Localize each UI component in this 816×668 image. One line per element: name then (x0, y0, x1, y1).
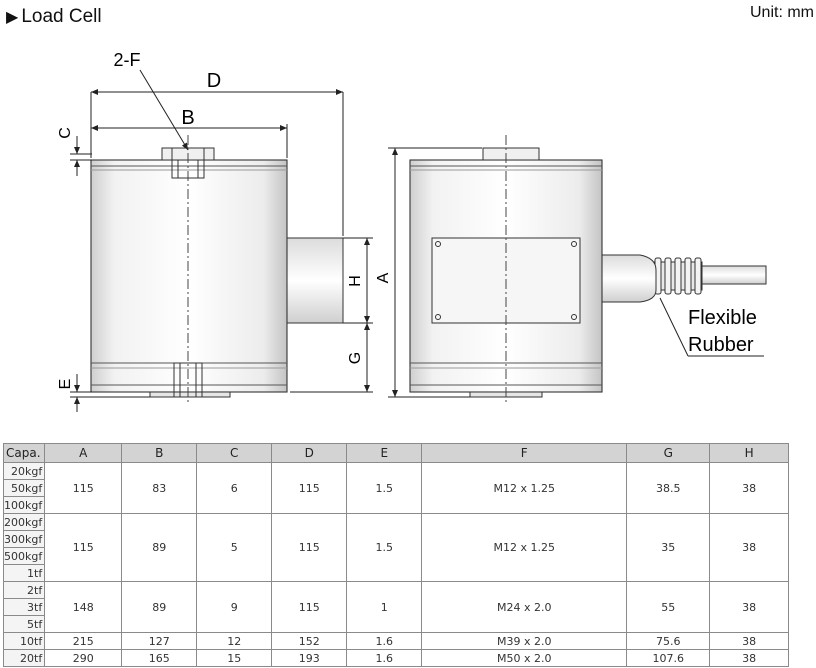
column-header: D (271, 443, 348, 463)
value-cell: M39 x 2.0 (421, 632, 628, 650)
value-cell: 38 (709, 581, 789, 633)
value-cell: 115 (44, 513, 123, 582)
flexible-rubber-sleeve (649, 257, 703, 295)
value-cell: 152 (271, 632, 348, 650)
value-cell: 115 (271, 581, 348, 633)
value-cell: M12 x 1.25 (421, 513, 628, 582)
value-cell: 115 (271, 513, 348, 582)
table-row: 20kgf 115 83 6 115 1.5 M12 x 1.25 38.5 3… (2, 462, 789, 514)
value-cell: 148 (44, 581, 123, 633)
value-cell: 290 (44, 649, 123, 667)
value-cell: 1.6 (346, 649, 423, 667)
table-row: 300kgf (2, 530, 789, 548)
unit-label: Unit: mm (750, 4, 814, 21)
table-row: 100kgf (2, 496, 789, 514)
capacity-cell: 1tf (2, 564, 46, 582)
value-cell: 115 (44, 462, 123, 514)
value-cell: 1.6 (346, 632, 423, 650)
value-cell: 15 (196, 649, 273, 667)
value-cell: 6 (196, 462, 273, 514)
page-title: ▶ Load Cell (6, 6, 102, 28)
column-header: A (44, 443, 123, 463)
value-cell: 115 (271, 462, 348, 514)
value-cell: 165 (121, 649, 198, 667)
value-cell: 89 (121, 513, 198, 582)
value-cell: 75.6 (626, 632, 711, 650)
side-view: A Flexible Rubber (375, 135, 767, 405)
value-cell: 38 (709, 462, 789, 514)
value-cell: 1.5 (346, 513, 423, 582)
capacity-cell: 3tf (2, 598, 46, 616)
cable (699, 265, 767, 285)
front-view: D B 2-F C E H G (57, 50, 373, 412)
capacity-cell: 10tf (2, 632, 46, 650)
value-cell: M24 x 2.0 (421, 581, 628, 633)
table-row: 10tf 215 127 12 152 1.6 M39 x 2.0 75.6 3… (2, 632, 789, 650)
dim-label-d: D (207, 70, 221, 92)
value-cell: 12 (196, 632, 273, 650)
value-cell: 35 (626, 513, 711, 582)
capacity-cell: 50kgf (2, 479, 46, 497)
value-cell: 38 (709, 649, 789, 667)
column-header: F (421, 443, 628, 463)
column-header: C (196, 443, 273, 463)
value-cell: M50 x 2.0 (421, 649, 628, 667)
dim-label-a: A (375, 272, 392, 283)
table-row: 1tf (2, 564, 789, 582)
capacity-cell: 5tf (2, 615, 46, 633)
load-cell-drawing: D B 2-F C E H G (57, 50, 767, 412)
title-text: Load Cell (21, 6, 102, 27)
dim-label-c: C (57, 127, 74, 139)
dim-label-f: 2-F (114, 50, 141, 70)
capacity-cell: 200kgf (2, 513, 46, 531)
capacity-cell: 2tf (2, 581, 46, 599)
table-row: 200kgf 115 89 5 115 1.5 M12 x 1.25 35 38 (2, 513, 789, 582)
value-cell: 83 (121, 462, 198, 514)
value-cell: 55 (626, 581, 711, 633)
spec-table: Capa. A B C D E F G H 20kgf 115 83 6 115… (2, 443, 789, 667)
dim-label-e: E (57, 379, 74, 390)
column-header: E (346, 443, 423, 463)
column-header: B (121, 443, 198, 463)
value-cell: 9 (196, 581, 273, 633)
value-cell: 107.6 (626, 649, 711, 667)
table-row: 2tf 148 89 9 115 1 M24 x 2.0 55 38 (2, 581, 789, 633)
capacity-cell: 20tf (2, 649, 46, 667)
value-cell: 89 (121, 581, 198, 633)
value-cell: 127 (121, 632, 198, 650)
value-cell: 5 (196, 513, 273, 582)
capacity-cell: 300kgf (2, 530, 46, 548)
capacity-cell: 20kgf (2, 462, 46, 480)
dim-label-g: G (347, 352, 364, 364)
dim-label-h: H (347, 275, 364, 287)
table-row: 20tf 290 165 15 193 1.6 M50 x 2.0 107.6 … (2, 649, 789, 667)
value-cell: 1 (346, 581, 423, 633)
triangle-bullet-icon: ▶ (6, 9, 19, 26)
value-cell: 215 (44, 632, 123, 650)
value-cell: 1.5 (346, 462, 423, 514)
value-cell: 38.5 (626, 462, 711, 514)
dim-label-b: B (181, 107, 194, 129)
column-header: Capa. (2, 443, 46, 463)
cylinder-body (90, 159, 288, 393)
column-header: G (626, 443, 711, 463)
capacity-cell: 100kgf (2, 496, 46, 514)
value-cell: 38 (709, 513, 789, 582)
table-header-row: Capa. A B C D E F G H (2, 443, 789, 463)
callout-line-1: Flexible (688, 307, 757, 329)
value-cell: M12 x 1.25 (421, 462, 628, 514)
value-cell: 38 (709, 632, 789, 650)
table-row: 3tf (2, 598, 789, 616)
capacity-cell: 500kgf (2, 547, 46, 565)
column-header: H (709, 443, 789, 463)
value-cell: 193 (271, 649, 348, 667)
callout-line-2: Rubber (688, 334, 754, 356)
